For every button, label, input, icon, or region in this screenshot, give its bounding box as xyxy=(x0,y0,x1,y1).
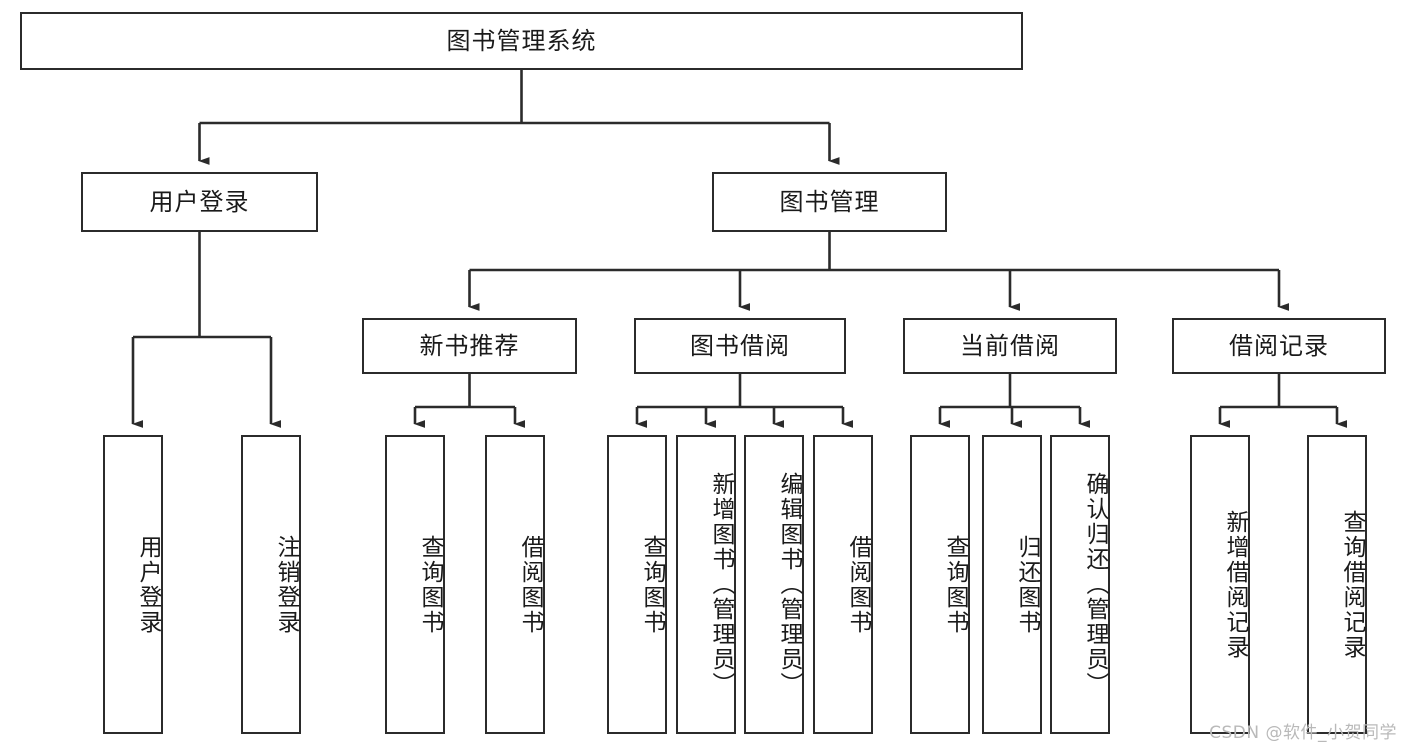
node-label: 借阅图书 xyxy=(517,534,543,635)
node-label: 新书推荐 xyxy=(419,331,520,360)
node-leaf-6[interactable]: 编辑图书（管理员） xyxy=(744,435,804,734)
node-root-system[interactable]: 图书管理系统 xyxy=(20,12,1023,70)
node-label: 新增借阅记录 xyxy=(1222,509,1248,660)
node-label: 用户登录 xyxy=(135,534,161,635)
node-leaf-7[interactable]: 借阅图书 xyxy=(813,435,873,734)
node-label: 用户登录 xyxy=(149,187,250,216)
node-leaf-0[interactable]: 用户登录 xyxy=(103,435,163,734)
node-level2-1[interactable]: 图书借阅 xyxy=(634,318,846,374)
node-label: 图书管理系统 xyxy=(446,26,597,55)
node-label: 确认归还（管理员） xyxy=(1082,472,1108,697)
node-label: 查询图书 xyxy=(639,534,665,635)
node-leaf-12[interactable]: 查询借阅记录 xyxy=(1307,435,1367,734)
node-leaf-11[interactable]: 新增借阅记录 xyxy=(1190,435,1250,734)
node-label: 查询图书 xyxy=(417,534,443,635)
node-level2-2[interactable]: 当前借阅 xyxy=(903,318,1117,374)
node-label: 图书借阅 xyxy=(690,331,790,360)
node-leaf-5[interactable]: 新增图书（管理员） xyxy=(676,435,736,734)
node-label: 查询图书 xyxy=(942,534,968,635)
node-label: 注销登录 xyxy=(273,534,299,635)
node-level1-1[interactable]: 图书管理 xyxy=(712,172,947,232)
node-leaf-10[interactable]: 确认归还（管理员） xyxy=(1050,435,1110,734)
node-label: 图书管理 xyxy=(779,187,880,216)
node-leaf-8[interactable]: 查询图书 xyxy=(910,435,970,734)
node-label: 新增图书（管理员） xyxy=(708,472,734,697)
node-label: 当前借阅 xyxy=(960,331,1060,360)
node-leaf-3[interactable]: 借阅图书 xyxy=(485,435,545,734)
node-label: 借阅记录 xyxy=(1229,331,1329,360)
node-level2-0[interactable]: 新书推荐 xyxy=(362,318,577,374)
node-label: 编辑图书（管理员） xyxy=(776,472,802,697)
node-leaf-9[interactable]: 归还图书 xyxy=(982,435,1042,734)
node-leaf-4[interactable]: 查询图书 xyxy=(607,435,667,734)
node-leaf-2[interactable]: 查询图书 xyxy=(385,435,445,734)
node-level2-3[interactable]: 借阅记录 xyxy=(1172,318,1386,374)
node-label: 归还图书 xyxy=(1014,534,1040,635)
node-leaf-1[interactable]: 注销登录 xyxy=(241,435,301,734)
node-label: 借阅图书 xyxy=(845,534,871,635)
node-label: 查询借阅记录 xyxy=(1339,509,1365,660)
node-level1-0[interactable]: 用户登录 xyxy=(81,172,318,232)
